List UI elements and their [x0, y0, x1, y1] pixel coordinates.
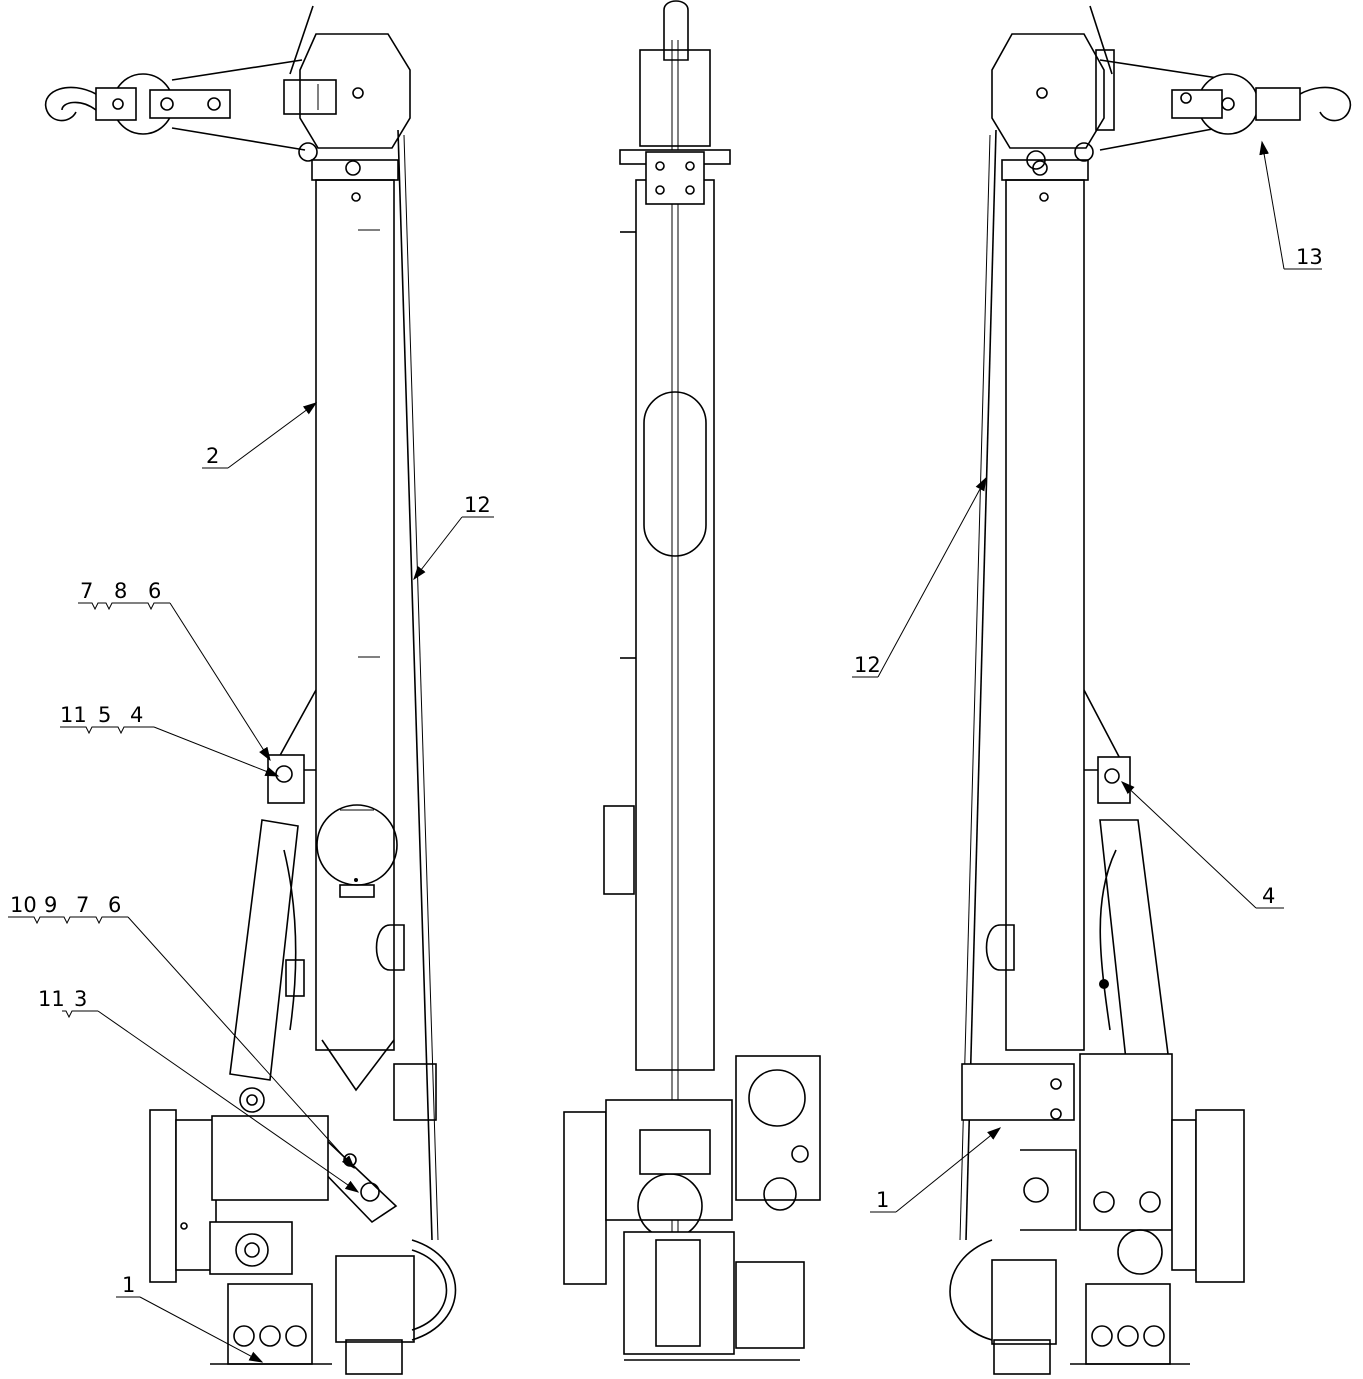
callout-label: 4	[130, 703, 143, 727]
callout-label: 7	[80, 579, 93, 603]
callout-11-3: 11 3	[38, 987, 360, 1193]
callout-2: 2	[202, 402, 318, 469]
callout-4-right: 4	[1120, 781, 1284, 909]
callout-label: 6	[108, 893, 121, 917]
callout-7-8-6: 7 8 6	[78, 579, 271, 762]
callout-11-5-4: 11 5 4	[60, 703, 280, 777]
callout-label: 11	[60, 703, 87, 727]
callout-label: 11	[38, 987, 65, 1011]
callout-label: 9	[44, 893, 57, 917]
callout-label: 1	[122, 1273, 135, 1297]
callout-label: 5	[98, 703, 111, 727]
callout-label: 10	[10, 893, 37, 917]
callout-label: 4	[1262, 884, 1275, 908]
callout-label: 7	[76, 893, 89, 917]
callout-label: 12	[854, 653, 881, 677]
callout-label: 13	[1296, 245, 1323, 269]
callout-label: 3	[74, 987, 87, 1011]
callout-label: 12	[464, 493, 491, 517]
callout-label: 1	[876, 1188, 889, 1212]
left-side-view	[45, 5, 457, 1375]
callout-label: 2	[206, 444, 219, 468]
callout-10-9-7-6: 10 9 7 6	[8, 893, 355, 1170]
callout-label: 8	[114, 579, 127, 603]
callout-1-left: 1	[116, 1273, 264, 1363]
callout-1-right: 1	[870, 1127, 1002, 1213]
callout-13: 13	[1259, 140, 1323, 270]
right-side-view	[949, 5, 1351, 1375]
front-view	[563, 0, 821, 1361]
callout-12-left: 12	[413, 493, 494, 581]
callout-12-right: 12	[852, 476, 987, 678]
callout-label: 6	[148, 579, 161, 603]
